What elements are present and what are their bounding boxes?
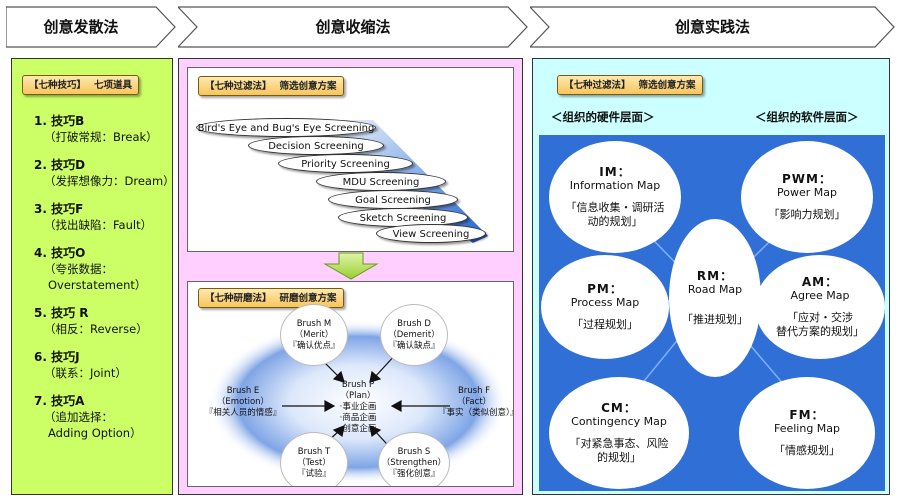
technique-d: 2. 技巧D （发挥想像力：Dream） — [34, 158, 175, 188]
tag-seven-techniques: 【七种技巧】七项道具 — [22, 75, 140, 95]
node-road-map: RM： Road Map 「推进规划」 — [669, 219, 761, 377]
filter-view: View Screening — [376, 224, 486, 243]
filter-mdu: MDU Screening — [316, 172, 446, 191]
filter-box: 【七种过滤法】筛选创意方案 Bird's Eye and Bug's Eye S… — [187, 67, 514, 252]
filter-priority: Priority Screening — [278, 154, 413, 173]
technique-b: 1. 技巧B （打破常规：Break） — [34, 114, 158, 144]
panel-seven-techniques: 【七种技巧】七项道具 1. 技巧B （打破常规：Break） 2. 技巧D （发… — [11, 58, 175, 495]
node-agree-map: AM： Agree Map 「应对・交涉 替代方案的规划」 — [755, 255, 885, 359]
brush-fact: Brush F （Fact） 『事实（类似创意）』 — [438, 386, 514, 418]
hardware-level-label: ＜组织的硬件层面＞ — [551, 110, 655, 124]
technique-f: 3. 技巧F （找出缺陷：Fault） — [34, 202, 153, 232]
step-label-convergent: 创意收缩法 — [315, 18, 391, 36]
tag-seven-filters-right: 【七种过滤法】筛选创意方案 — [557, 75, 703, 95]
technique-a: 7. 技巧A （追加选择： Adding Option） — [34, 394, 142, 440]
filter-birds-eye: Bird's Eye and Bug's Eye Screening — [196, 118, 376, 137]
node-power-map: PWM： Power Map 「影响力规划」 — [741, 141, 873, 253]
technique-r: 5. 技巧 R （相反：Reverse） — [34, 306, 148, 336]
step-arrow-convergent: 创意收缩法 — [178, 6, 528, 48]
software-level-label: ＜组织的软件层面＞ — [755, 110, 859, 124]
tag-seven-polish: 【七种研磨法】研磨创意方案 — [198, 288, 344, 308]
filter-goal: Goal Screening — [328, 190, 458, 209]
brush-strengthen: Brush S （Strengthen） 『强化创意』 — [378, 432, 450, 486]
tag-seven-filters: 【七种过滤法】筛选创意方案 — [198, 76, 344, 96]
brush-emotion: Brush E （Emotion） 『相关人员的情感』 — [204, 386, 282, 418]
brush-demerit: Brush D （Demerit） 『确认缺点』 — [380, 304, 448, 366]
step-arrow-divergent: 创意发散法 — [6, 6, 176, 48]
technique-j: 6. 技巧J （联系：Joint） — [34, 350, 127, 380]
step-label-practice: 创意实践法 — [674, 18, 750, 36]
step-label-divergent: 创意发散法 — [43, 18, 119, 36]
down-arrow-icon — [323, 252, 379, 280]
technique-o: 4. 技巧O （夸张数据： Overstatement） — [34, 246, 147, 292]
filter-decision: Decision Screening — [248, 136, 384, 155]
node-information-map: IM： Information Map 「信息收集・调研活 动的规划」 — [549, 141, 681, 253]
brush-test: Brush T （Test） 『试验』 — [280, 432, 348, 486]
panel-practice: 【七种过滤法】筛选创意方案 ＜组织的硬件层面＞ ＜组织的软件层面＞ IM： In… — [532, 58, 890, 495]
step-arrow-practice: 创意实践法 — [530, 6, 895, 48]
brush-merit: Brush M （Merit） 『确认优点』 — [280, 304, 348, 366]
node-process-map: PM： Process Map 「过程规划」 — [541, 255, 669, 359]
brush-plan: Brush P （Plan） ·事业企画 ·商品企画 ·创意企画 — [339, 379, 377, 434]
panel-convergent: 【七种过滤法】筛选创意方案 Bird's Eye and Bug's Eye S… — [178, 58, 523, 495]
node-contingency-map: CM： Contingency Map 「对紧急事态、风险 的规划」 — [549, 377, 689, 489]
node-feeling-map: FM： Feeling Map 「情感规划」 — [739, 377, 875, 489]
polish-box: 【七种研磨法】研磨创意方案 — [187, 281, 514, 487]
